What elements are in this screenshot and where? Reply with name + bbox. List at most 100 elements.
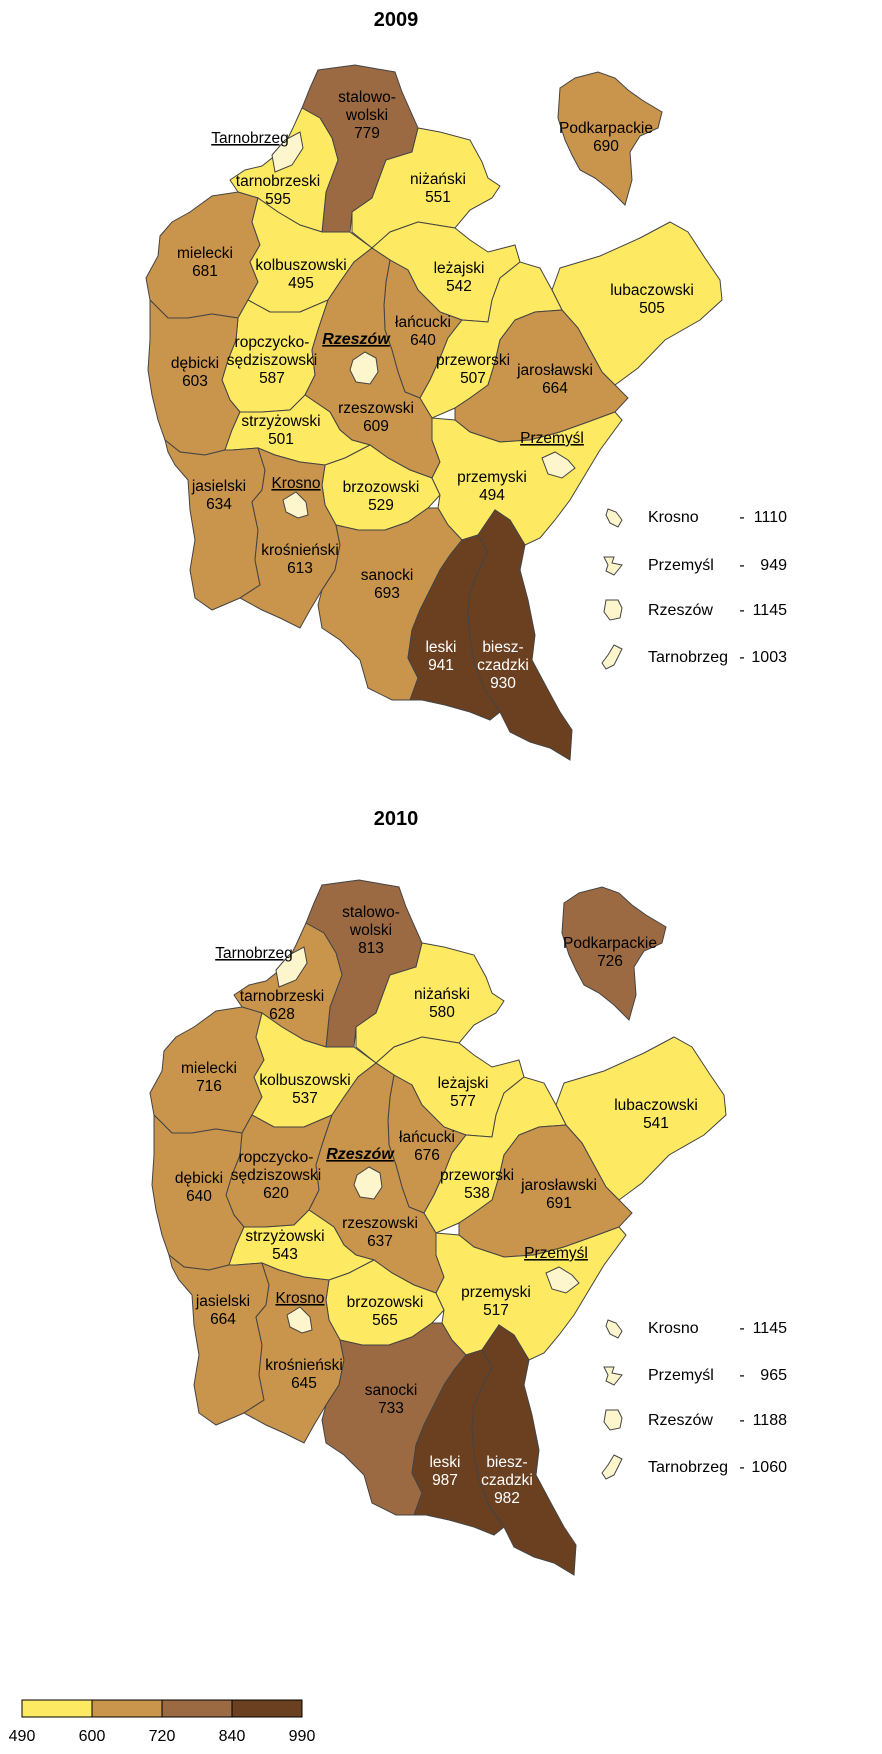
scale-tick-label: 720 xyxy=(149,1728,176,1745)
district-value-lancucki: 640 xyxy=(410,332,436,349)
legend-city-icon xyxy=(605,508,623,528)
district-label-przemyski: przemyski xyxy=(457,469,527,486)
district-label-tarnobrzeski: tarnobrzeski xyxy=(236,173,320,190)
district-label-debicki: dębicki xyxy=(171,355,219,372)
district-jasielski xyxy=(164,438,266,611)
district-label-jasielski: jasielski xyxy=(191,478,246,495)
city-area-przemysl xyxy=(541,451,576,479)
legend-dash: - xyxy=(739,1367,744,1384)
district-label-brzozowski: brzozowski xyxy=(347,1294,424,1311)
district-label-jaroslawski: jarosławski xyxy=(520,1177,597,1194)
district-value-nizanski: 551 xyxy=(425,189,451,206)
city-label: Tarnobrzeg xyxy=(215,945,293,962)
province-value: 726 xyxy=(597,953,623,970)
district-bieszczadzki xyxy=(467,509,573,761)
district-nizanski xyxy=(355,942,505,1064)
district-label-lubaczowski: lubaczowski xyxy=(610,282,694,299)
district-label-stalowowolski: stalowo- xyxy=(338,89,396,106)
district-value-bieszczadzki: 982 xyxy=(494,1490,520,1507)
district-label-strzyzowski: strzyżowski xyxy=(241,413,320,430)
district-value-kolbuszowski: 537 xyxy=(292,1090,318,1107)
district-value-tarnobrzeski: 628 xyxy=(269,1006,295,1023)
district-value-przeworski: 507 xyxy=(460,370,486,387)
city-label: Krosno xyxy=(271,475,320,492)
district-label-jasielski: jasielski xyxy=(195,1293,250,1310)
district-value-lubaczowski: 505 xyxy=(639,300,665,317)
legend-city-name: Tarnobrzeg xyxy=(648,1459,728,1476)
district-value-brzozowski: 565 xyxy=(372,1312,398,1329)
legend-city-value: 1003 xyxy=(751,649,787,666)
legend-city-name: Przemyśl xyxy=(648,1367,714,1384)
legend-city-name: Krosno xyxy=(648,1320,699,1337)
district-value-krosnienski: 645 xyxy=(291,1375,317,1392)
city-area-rzeszow xyxy=(353,1166,383,1200)
district-value-strzyzowski: 501 xyxy=(268,431,294,448)
legend-city-value: 949 xyxy=(760,557,787,574)
district-label-leski: leski xyxy=(429,1454,460,1471)
district-label-przeworski: przeworski xyxy=(440,1167,514,1184)
district-label-rzeszowski: rzeszowski xyxy=(338,400,414,417)
district-value-mielecki: 681 xyxy=(192,263,218,280)
scale-swatch-c2 xyxy=(91,1699,163,1718)
district-value-kolbuszowski: 495 xyxy=(288,275,314,292)
district-value-bieszczadzki: 930 xyxy=(490,675,516,692)
city-area-tarnobrzeg xyxy=(271,131,304,173)
map-title-year: 2009 xyxy=(374,9,419,31)
district-label-ropczycko: sędziszowski xyxy=(231,1167,321,1184)
scale-tick-label: 490 xyxy=(9,1728,36,1745)
district-label-strzyzowski: strzyżowski xyxy=(245,1228,324,1245)
legend-dash: - xyxy=(739,602,744,619)
legend-city-value: 1145 xyxy=(753,1320,788,1337)
district-label-rzeszowski: rzeszowski xyxy=(342,1215,418,1232)
legend-dash: - xyxy=(739,649,744,666)
district-label-ropczycko: sędziszowski xyxy=(227,352,317,369)
district-value-brzozowski: 529 xyxy=(368,497,394,514)
legend-city-icon xyxy=(603,1409,623,1431)
legend-city-icon xyxy=(601,1454,623,1480)
district-value-rzeszowski: 609 xyxy=(363,418,389,435)
district-label-stalowowolski: wolski xyxy=(345,107,388,124)
district-value-tarnobrzeski: 595 xyxy=(265,191,291,208)
legend-city-icon xyxy=(603,1366,623,1386)
district-label-krosnienski: krośnieński xyxy=(261,542,339,559)
district-jasielski xyxy=(168,1253,270,1426)
district-label-bieszczadzki: biesz- xyxy=(482,639,523,656)
district-label-bieszczadzki: czadzki xyxy=(477,657,529,674)
district-label-kolbuszowski: kolbuszowski xyxy=(259,1072,350,1089)
district-value-jaroslawski: 664 xyxy=(542,380,568,397)
legend-dash: - xyxy=(739,1412,744,1429)
district-przemyski xyxy=(435,1226,627,1361)
district-nizanski xyxy=(351,127,501,249)
legend-city-value: 1145 xyxy=(753,602,788,619)
city-area-krosno xyxy=(282,491,309,519)
district-value-mielecki: 716 xyxy=(196,1078,222,1095)
province-value: 690 xyxy=(593,138,619,155)
scale-swatch-c4 xyxy=(231,1699,303,1718)
district-label-stalowowolski: stalowo- xyxy=(342,904,400,921)
legend-city-icon xyxy=(605,1319,623,1339)
district-value-sanocki: 693 xyxy=(374,585,400,602)
district-label-jaroslawski: jarosławski xyxy=(516,362,593,379)
scale-tick-label: 600 xyxy=(79,1728,106,1745)
district-value-przeworski: 538 xyxy=(464,1185,490,1202)
legend-city-value: 965 xyxy=(760,1367,787,1384)
district-label-ropczycko: ropczycko- xyxy=(239,1149,314,1166)
city-area-rzeszow xyxy=(349,351,379,385)
city-label: Przemyśl xyxy=(520,430,584,447)
city-area-tarnobrzeg xyxy=(275,946,308,988)
legend-city-value: 1188 xyxy=(753,1412,788,1429)
district-value-jaroslawski: 691 xyxy=(546,1195,572,1212)
district-label-lezajski: leżajski xyxy=(438,1075,489,1092)
district-value-ropczycko: 587 xyxy=(259,370,285,387)
district-value-lancucki: 676 xyxy=(414,1147,440,1164)
district-bieszczadzki xyxy=(471,1324,577,1576)
legend-city-icon xyxy=(601,644,623,670)
district-label-przeworski: przeworski xyxy=(436,352,510,369)
district-przemyski xyxy=(431,411,623,546)
legend-city-name: Rzeszów xyxy=(648,1412,713,1429)
district-label-bieszczadzki: czadzki xyxy=(481,1472,533,1489)
district-label-lezajski: leżajski xyxy=(434,260,485,277)
district-krosnienski xyxy=(239,447,341,629)
city-label: Rzeszów xyxy=(322,331,391,348)
